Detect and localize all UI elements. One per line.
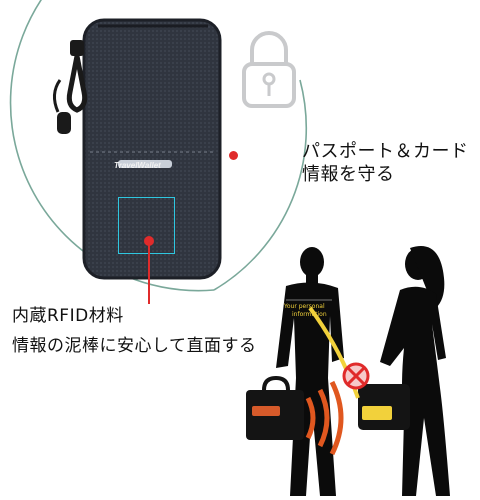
wallet-brand-label: TravelWallet	[114, 161, 161, 170]
traveler-silhouette	[276, 247, 344, 496]
padlock-icon	[242, 31, 296, 108]
callout-top-line1: パスポート＆カード	[302, 141, 469, 162]
prohibited-icon	[342, 362, 370, 390]
bubble-line1: Your personal	[284, 303, 325, 310]
callout-line-bottom	[148, 240, 150, 304]
callout-dot-top	[229, 151, 238, 160]
callout-top-line2: 情報を守る	[302, 164, 395, 185]
callout-dot-bottom	[144, 236, 154, 246]
rfid-zone-highlight	[118, 197, 175, 254]
rfid-wave-icon	[305, 380, 344, 456]
briefcase	[246, 375, 304, 440]
bubble-line2: information	[292, 311, 327, 318]
callout-bottom-line1: 内蔵RFID材料	[12, 306, 124, 326]
callout-bottom-line2: 情報の泥棒に安心して直面する	[12, 336, 257, 356]
thief-silhouette	[380, 246, 450, 496]
rfid-theft-scene	[246, 246, 450, 496]
